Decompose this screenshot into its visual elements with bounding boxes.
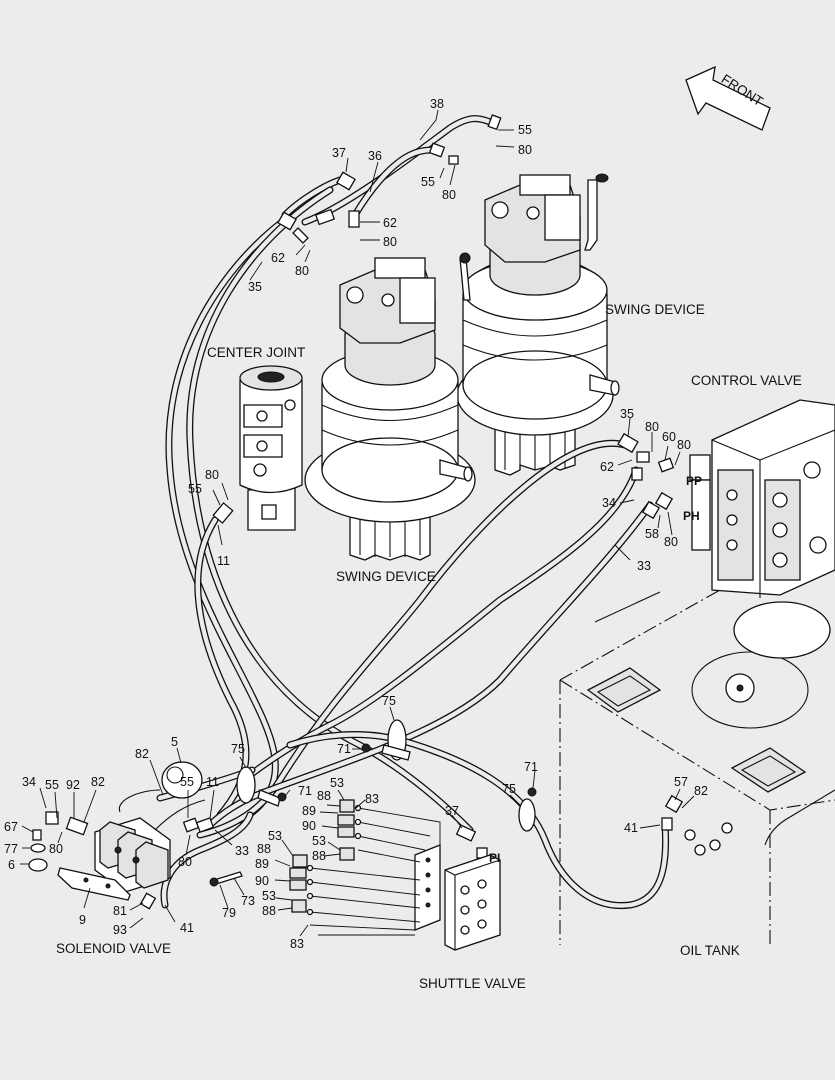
port-pp-label: PP — [686, 474, 702, 488]
part-33: 33 — [637, 559, 651, 573]
part-80: 80 — [178, 855, 192, 869]
part-93: 93 — [113, 923, 127, 937]
part-57: 57 — [674, 775, 688, 789]
part-number-labels: 38 55 80 37 36 55 80 62 80 62 80 35 80 5… — [4, 97, 708, 951]
shuttle-valve — [309, 807, 501, 951]
part-80: 80 — [205, 468, 219, 482]
part-53: 53 — [312, 834, 326, 848]
part-89: 89 — [255, 857, 269, 871]
oil-tank-label: OIL TANK — [680, 943, 740, 958]
part-41: 41 — [624, 821, 638, 835]
bolt-79-73 — [209, 871, 243, 887]
part-5: 5 — [171, 735, 178, 749]
solenoid-valve-label: SOLENOID VALVE — [56, 941, 171, 956]
part-80: 80 — [295, 264, 309, 278]
part-37: 37 — [332, 146, 346, 160]
part-82: 82 — [135, 747, 149, 761]
bolts-71 — [277, 743, 537, 802]
part-80: 80 — [645, 420, 659, 434]
part-58: 58 — [645, 527, 659, 541]
part-6: 6 — [8, 858, 15, 872]
part-75: 75 — [231, 742, 245, 756]
oil-tank — [559, 559, 835, 945]
center-joint-label: CENTER JOINT — [207, 345, 305, 360]
part-53: 53 — [330, 776, 344, 790]
component-labels: SWING DEVICE SWING DEVICE CENTER JOINT C… — [56, 302, 802, 991]
part-80: 80 — [518, 143, 532, 157]
hose-clamps — [236, 719, 536, 832]
part-73: 73 — [241, 894, 255, 908]
part-88: 88 — [317, 789, 331, 803]
part-55: 55 — [188, 482, 202, 496]
part-90: 90 — [255, 874, 269, 888]
swing-device-front — [304, 257, 476, 561]
part-75: 75 — [382, 694, 396, 708]
part-33: 33 — [235, 844, 249, 858]
part-35: 35 — [248, 280, 262, 294]
part-77: 77 — [4, 842, 18, 856]
leader-lines — [20, 109, 695, 937]
port-labels: PP PH PI — [489, 474, 702, 865]
part-92: 92 — [66, 778, 80, 792]
front-direction-indicator: FRONT — [685, 65, 771, 131]
part-62: 62 — [271, 251, 285, 265]
part-67: 67 — [4, 820, 18, 834]
part-35: 35 — [620, 407, 634, 421]
part-34: 34 — [22, 775, 36, 789]
part-41: 41 — [180, 921, 194, 935]
part-88: 88 — [257, 842, 271, 856]
control-valve — [689, 399, 835, 598]
part-89: 89 — [302, 804, 316, 818]
part-82: 82 — [91, 775, 105, 789]
part-53: 53 — [262, 889, 276, 903]
part-9: 9 — [79, 913, 86, 927]
part-55: 55 — [180, 775, 194, 789]
part-80: 80 — [664, 535, 678, 549]
swing-device-front-label: SWING DEVICE — [336, 569, 436, 584]
shuttle-valve-label: SHUTTLE VALVE — [419, 976, 526, 991]
part-11: 11 — [217, 554, 230, 568]
part-71: 71 — [337, 742, 351, 756]
arrow-icon — [685, 65, 771, 131]
part-38: 38 — [430, 97, 444, 111]
part-88: 88 — [312, 849, 326, 863]
part-80: 80 — [49, 842, 63, 856]
part-81: 81 — [113, 904, 127, 918]
part-53: 53 — [268, 829, 282, 843]
part-71: 71 — [524, 760, 538, 774]
fittings — [212, 114, 684, 859]
part-55: 55 — [421, 175, 435, 189]
solenoid-valve — [28, 761, 215, 910]
part-80: 80 — [442, 188, 456, 202]
part-83: 83 — [290, 937, 304, 951]
part-75: 75 — [502, 782, 516, 796]
part-79: 79 — [222, 906, 236, 920]
port-ph-label: PH — [683, 509, 700, 523]
part-90: 90 — [302, 819, 316, 833]
center-joint — [239, 365, 303, 531]
part-60: 60 — [662, 430, 676, 444]
part-80: 80 — [677, 438, 691, 452]
part-36: 36 — [368, 149, 382, 163]
part-37: 37 — [445, 804, 459, 818]
part-62: 62 — [600, 460, 614, 474]
swing-device-rear — [456, 173, 620, 476]
control-valve-label: CONTROL VALVE — [691, 373, 802, 388]
part-83: 83 — [365, 792, 379, 806]
part-88: 88 — [262, 904, 276, 918]
part-62: 62 — [383, 216, 397, 230]
part-82: 82 — [694, 784, 708, 798]
part-71: 71 — [298, 784, 312, 798]
shuttle-fittings — [289, 799, 362, 916]
part-11: 11 — [206, 775, 219, 789]
part-34: 34 — [602, 496, 616, 510]
part-80: 80 — [383, 235, 397, 249]
part-55: 55 — [45, 778, 59, 792]
port-pi-label: PI — [489, 851, 500, 865]
swing-device-rear-label: SWING DEVICE — [605, 302, 705, 317]
part-55: 55 — [518, 123, 532, 137]
